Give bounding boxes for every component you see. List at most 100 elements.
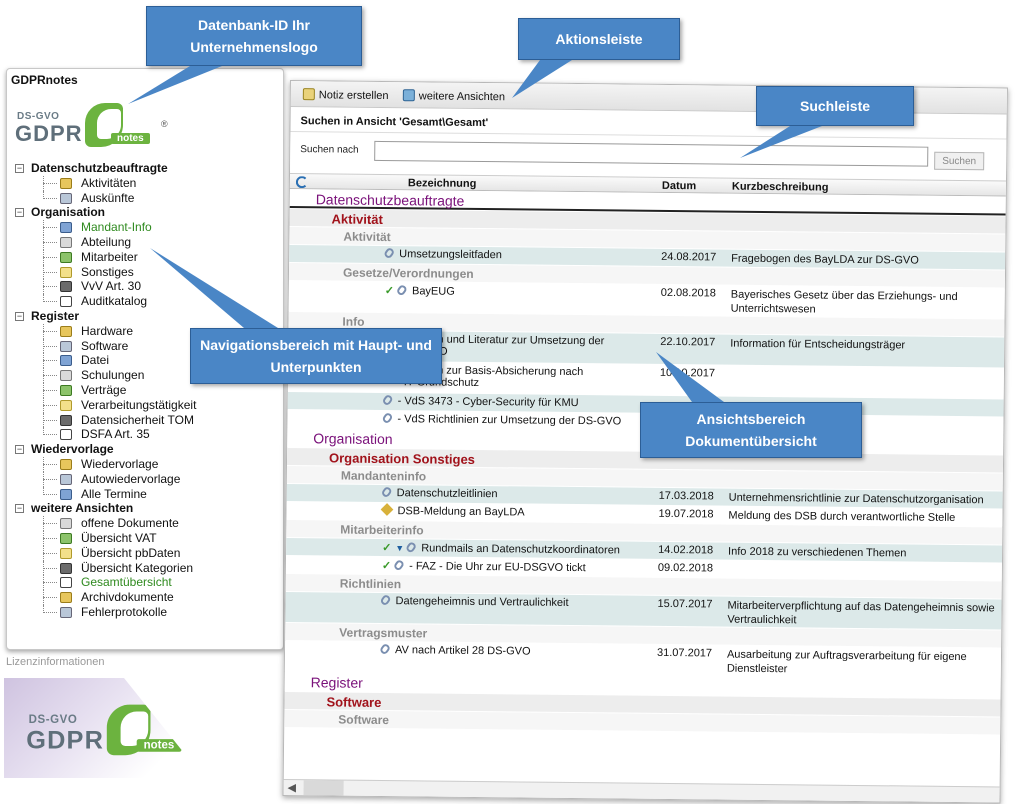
clock-icon [60, 532, 72, 544]
person-icon [60, 251, 72, 263]
license-info-link[interactable]: Lizenzinformationen [6, 656, 105, 668]
column-description[interactable]: Kurzbeschreibung [731, 180, 829, 194]
callout-view: Ansichtsbereich Dokumentübersicht [640, 402, 862, 458]
contract-icon [60, 384, 72, 396]
nav-item-label: Gesamtübersicht [81, 575, 172, 590]
nav-section[interactable]: −Wiedervorlage [15, 442, 283, 457]
nav-item[interactable]: Software [15, 338, 283, 354]
collapse-toggle-icon[interactable]: − [15, 503, 24, 514]
callout-actions: Aktionsleiste [518, 18, 680, 60]
nav-item[interactable]: Fehlerprotokolle [15, 604, 283, 620]
row-description: Fragebogen des BayLDA zur DS-GVO [731, 252, 919, 267]
nav-section[interactable]: −Register [15, 309, 283, 324]
nav-item[interactable]: Wiedervorlage [15, 456, 283, 472]
org-chart-icon [60, 222, 72, 234]
row-description: Meldung des DSB durch verantwortliche St… [728, 509, 956, 524]
nav-item[interactable]: Verträge [15, 382, 283, 398]
nav-item-label: Übersicht VAT [81, 530, 157, 545]
column-name[interactable]: Bezeichnung [407, 177, 477, 190]
refresh-icon[interactable] [295, 176, 308, 189]
nav-item-label: Datei [81, 353, 110, 368]
search-button[interactable]: Suchen [934, 151, 985, 171]
row-description-continued: Dienstleister [726, 662, 788, 676]
nav-section[interactable]: −Organisation [15, 205, 283, 220]
nav-item[interactable]: VvV Art. 30 [15, 279, 283, 295]
row-date: 17.03.2018 [658, 489, 714, 503]
search-input[interactable] [374, 140, 929, 167]
row-description: Bayerisches Gesetz über das Erziehungs- … [730, 288, 958, 304]
nav-item[interactable]: Aktivitäten [15, 175, 283, 191]
nav-item[interactable]: Mandant-Info [15, 220, 283, 235]
processing-icon [60, 399, 72, 411]
nav-item-label: Übersicht Kategorien [81, 560, 194, 575]
expand-icon[interactable]: ▼ [395, 543, 405, 554]
horizontal-scrollbar[interactable]: ◀ [283, 778, 1000, 803]
more-views-button[interactable]: weitere Ansichten [402, 89, 505, 103]
auto-refresh-icon [60, 473, 72, 485]
row-description: Information für Entscheidungsträger [730, 337, 906, 352]
checkmark-icon: ✓ [382, 541, 392, 555]
nav-item-label: Datensicherheit TOM [81, 412, 194, 427]
nav-item-label: Mandant-Info [81, 220, 152, 235]
nav-item[interactable]: Gesamtübersicht [15, 575, 283, 591]
row-title: Aktivität [343, 229, 391, 245]
scroll-thumb[interactable] [303, 780, 344, 796]
nav-item[interactable]: Sonstiges [15, 264, 283, 280]
scroll-left-icon[interactable]: ◀ [287, 782, 297, 795]
security-icon [60, 414, 72, 426]
collapse-toggle-icon[interactable]: − [15, 163, 24, 173]
nav-item[interactable]: Hardware [15, 323, 283, 339]
row-description-continued: Vertraulichkeit [727, 613, 797, 627]
new-note-button[interactable]: Notiz erstellen [302, 88, 389, 102]
nav-item[interactable]: Übersicht pbDaten [15, 545, 283, 561]
collapse-toggle-icon[interactable]: − [15, 310, 24, 321]
row-date: 24.08.2017 [661, 250, 717, 264]
clock-icon [60, 547, 72, 559]
note-icon [302, 88, 315, 101]
collapse-toggle-icon[interactable]: − [15, 444, 24, 455]
pen-paper-icon [60, 177, 72, 189]
row-title: Organisation Sonstiges [328, 450, 476, 467]
nav-section[interactable]: −weitere Ansichten [15, 501, 283, 516]
row-date: 02.08.2018 [660, 286, 716, 300]
nav-item[interactable]: Mitarbeiter [15, 249, 283, 265]
row-title: Richtlinien [339, 576, 402, 592]
nav-item[interactable]: Schulungen [15, 368, 283, 383]
callout-navigation: Navigationsbereich mit Haupt- und Unterp… [190, 328, 442, 384]
row-description: Info 2018 zu verschiedenen Themen [728, 545, 907, 560]
attachment-icon [378, 642, 392, 656]
row-title: AV nach Artikel 28 DS-GVO [394, 644, 531, 658]
nav-item[interactable]: Auskünfte [15, 190, 283, 206]
nav-section[interactable]: −Datenschutzbeauftragte [15, 161, 283, 176]
nav-section-label: Organisation [31, 205, 106, 220]
nav-item[interactable]: Datensicherheit TOM [15, 412, 283, 428]
nav-item-label: Abteilung [81, 234, 132, 249]
row-title: Umsetzungsleitfaden [399, 248, 502, 262]
collapse-toggle-icon[interactable]: − [15, 207, 24, 218]
nav-item[interactable]: Archivdokumente [15, 590, 283, 605]
dsfa-icon [60, 429, 72, 441]
error-log-icon [60, 606, 72, 618]
nav-item[interactable]: offene Dokumente [15, 516, 283, 531]
nav-item[interactable]: Autowiedervorlage [15, 471, 283, 487]
row-description: Unternehmensrichtlinie zur Datenschutzor… [728, 491, 984, 507]
column-date[interactable]: Datum [661, 179, 697, 193]
software-icon [60, 340, 72, 352]
app-title: GDPRnotes [11, 73, 78, 87]
nav-section-label: Register [31, 308, 80, 323]
nav-item-label: Autowiedervorlage [81, 471, 181, 486]
nav-item-label: Fehlerprotokolle [81, 604, 168, 619]
nav-section-label: Wiedervorlage [31, 442, 114, 457]
nav-item[interactable]: DSFA Art. 35 [15, 427, 283, 442]
nav-item[interactable]: Alle Termine [15, 486, 283, 502]
nav-item[interactable]: Auditkatalog [15, 294, 283, 309]
nav-item[interactable]: Abteilung [15, 234, 283, 250]
edit-icon [380, 503, 394, 516]
nav-item[interactable]: Übersicht VAT [15, 530, 283, 546]
nav-item[interactable]: Übersicht Kategorien [15, 560, 283, 576]
nav-item[interactable]: Datei [15, 353, 283, 369]
row-title: BayEUG [411, 285, 455, 298]
nav-item-label: offene Dokumente [81, 516, 179, 531]
row-title: Info [342, 314, 365, 329]
nav-item[interactable]: Verarbeitungstätigkeit [15, 397, 283, 413]
